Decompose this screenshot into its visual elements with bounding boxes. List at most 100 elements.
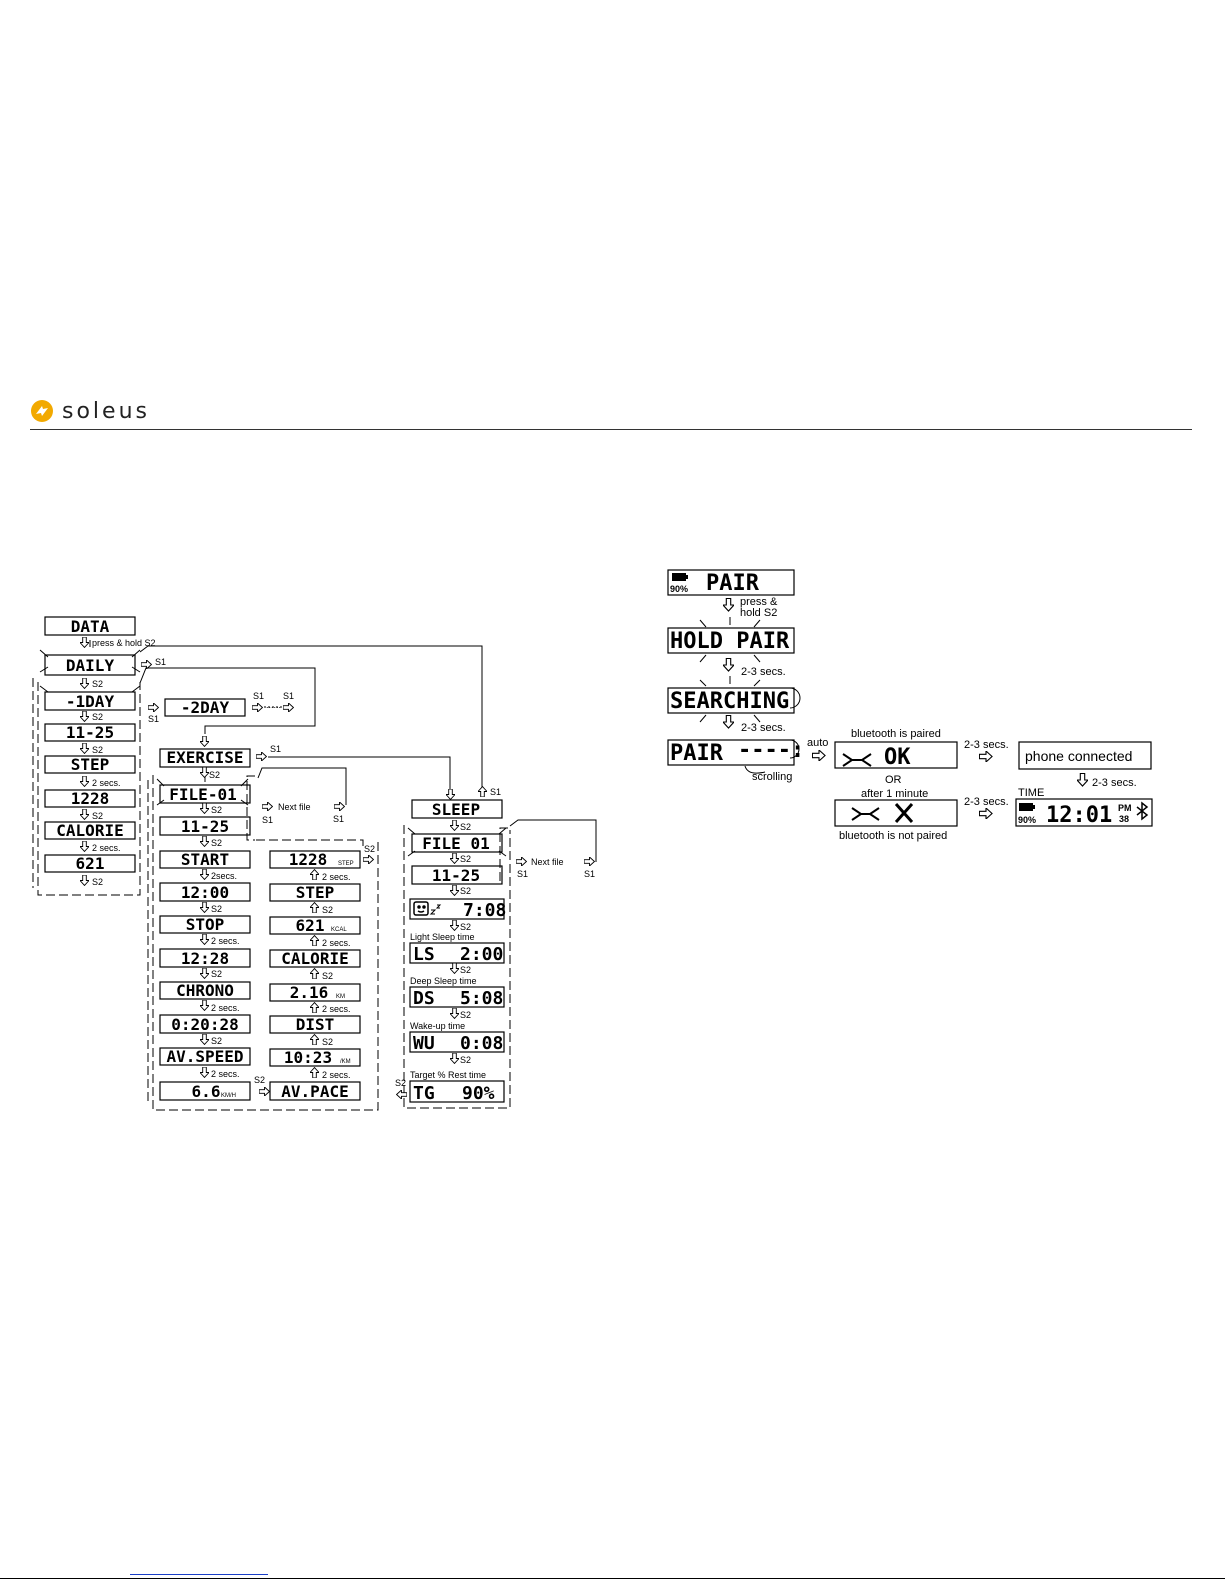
exercise-chrono: CHRONO: [176, 981, 234, 1000]
two-secs-note-1: 2 secs.: [92, 778, 121, 788]
minus1day-burst-lines: [39, 685, 141, 693]
sleep-wu-value: 0:08: [460, 1033, 503, 1054]
exercise-title: EXERCISE: [166, 748, 243, 767]
soleus-logo: soleus: [30, 396, 150, 426]
time-clock: 12:01: [1046, 803, 1112, 828]
or-note: OR: [885, 774, 902, 786]
exercise-calorie-screen: [269, 949, 361, 968]
exercise-file-frame-bottom: [256, 839, 364, 850]
exercise-date-screen: [159, 816, 251, 836]
sleep-wu-label: WU: [413, 1033, 435, 1054]
daily-calorie-screen: [44, 821, 136, 840]
exercise-avpace: AV.PACE: [281, 1082, 348, 1101]
daily-calorie-value: 621: [76, 854, 105, 873]
hold-pair-burst: [699, 617, 761, 663]
minus1day-screen: [44, 691, 136, 711]
pair-scroll-label: PAIR: [670, 741, 724, 766]
exercise-pace-value-screen: [269, 1048, 361, 1067]
pair-cycle-icon: [789, 739, 800, 759]
exercise-stop: STOP: [186, 915, 225, 934]
daily-step-screen: [44, 755, 136, 774]
exercise-stop-time-screen: [159, 948, 251, 968]
exercise-s2-note: S2: [209, 770, 220, 780]
s1-note-daily: S1: [155, 657, 166, 667]
daily-date-screen: [44, 723, 136, 742]
sleep-next-s1-left: S1: [517, 869, 528, 879]
dist-unit: KM: [336, 994, 345, 1000]
searching-label: SEARCHING: [670, 689, 789, 714]
soleus-logo-text: soleus: [62, 398, 150, 424]
sleep-deep-label: Deep Sleep time: [410, 976, 477, 986]
after-minute-note: after 1 minute: [861, 788, 928, 800]
sleep-s2-4: S2: [460, 965, 471, 975]
s2-note-1: S2: [92, 679, 103, 689]
s1-note-2day-r2: S1: [283, 691, 294, 701]
daily-calorie-value-screen: [44, 854, 136, 873]
sleep-ls-value: 2:00: [460, 944, 503, 965]
data-label: DATA: [71, 617, 110, 636]
ok-secs-note: 2-3 secs.: [964, 739, 1009, 751]
bt-ok-screen: [834, 741, 958, 769]
searching-secs: 2-3 secs.: [741, 722, 786, 734]
sleep-file: FILE 01: [422, 834, 489, 853]
exercise-kcal-value: 621: [296, 916, 325, 935]
exercise-stop-time: 12:28: [181, 949, 229, 968]
exercise-s2-6: S2: [254, 1075, 265, 1085]
pair-screen: [667, 569, 795, 596]
sleep-date: 11-25: [432, 866, 480, 885]
footer-link-underline[interactable]: [130, 1574, 268, 1575]
bluetooth-icon: [1136, 801, 1149, 821]
hold-pair-label: HOLD PAIR: [670, 629, 790, 654]
exercise-kcal-value-screen: [269, 916, 361, 935]
daily-step-value: 1228: [71, 789, 110, 808]
fail-secs-note: 2-3 secs.: [964, 796, 1009, 808]
minus1day-label: -1DAY: [66, 692, 115, 711]
kcal-unit: KCAL: [331, 927, 347, 933]
battery-icon-time: [1019, 803, 1035, 811]
sleep-date-screen: [411, 865, 503, 885]
exercise-s2-5: S2: [211, 1036, 222, 1046]
exercise-file-frame: [246, 775, 255, 841]
sleep-s2-1: S2: [460, 854, 471, 864]
exercise-avpace-screen: [269, 1081, 361, 1101]
sleep-s2-0: S2: [460, 822, 471, 832]
daily-date-label: 11-25: [66, 723, 114, 742]
data-screen: [44, 616, 136, 636]
time-screen: [1015, 798, 1153, 827]
sleep-ds-label: DS: [413, 988, 435, 1009]
sleep-time-value: 7:08: [463, 900, 506, 921]
footer-rule: [0, 1578, 1225, 1579]
exercise-2secs-2: 2 secs.: [211, 936, 240, 946]
exercise-chrono-screen: [159, 981, 251, 1000]
bt-paired-note: bluetooth is paired: [851, 728, 941, 740]
sleep-wu-screen: [409, 1031, 505, 1053]
exercise-2secs-1: 2secs.: [211, 871, 237, 881]
battery-icon: [672, 573, 688, 581]
pair-label: PAIR: [706, 571, 760, 596]
soleus-logo-icon: [31, 400, 53, 422]
exercise-file: FILE-01: [169, 785, 236, 804]
daily-screen: [44, 654, 136, 676]
sleep-s2-bottom: S2: [395, 1078, 406, 1088]
exercise-chrono-value: 0:20:28: [171, 1015, 238, 1034]
sleep-ds-screen: [409, 986, 505, 1008]
minus2day-screen: [164, 698, 246, 717]
data-burst-lines: [39, 640, 141, 673]
daily-label: DAILY: [66, 656, 115, 675]
exercise-s2-2: S2: [211, 838, 222, 848]
exercise-avspeed: AV.SPEED: [166, 1047, 243, 1066]
minus2day-label: -2DAY: [181, 698, 230, 717]
exercise-to-sleep-line: [268, 756, 451, 795]
exercise-s2-top-right: S2: [364, 844, 375, 854]
exercise-2secs-4: 2 secs.: [211, 1069, 240, 1079]
sleep-screen: [411, 799, 503, 819]
exercise-dist: DIST: [296, 1015, 335, 1034]
daily-calorie-label: CALORIE: [56, 821, 123, 840]
exercise-chrono-value-screen: [159, 1014, 251, 1034]
exercise-r-2secs-3: 2 secs.: [322, 1004, 351, 1014]
exercise-start-time-screen: [159, 882, 251, 902]
exercise-s2-3: S2: [211, 904, 222, 914]
sleep-file-frame: [499, 827, 508, 885]
daily-step-label: STEP: [71, 755, 110, 774]
sleep-ls-screen: [409, 942, 505, 964]
